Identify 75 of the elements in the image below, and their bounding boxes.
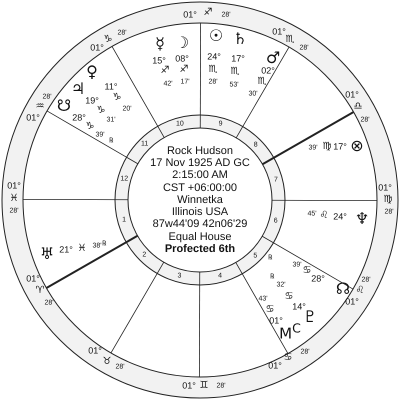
degree-label: 01° xyxy=(345,298,359,306)
planet-glyph: ♅ xyxy=(40,246,54,262)
degree-label: 11° xyxy=(104,82,118,92)
degree-label: 01° xyxy=(183,10,197,20)
chart-info-text: 2:15:00 AM xyxy=(172,169,228,182)
planet-glyph: ♄ xyxy=(232,31,248,47)
degree-label: 01° xyxy=(269,316,283,326)
degree-label: 01° xyxy=(26,274,40,284)
degree-label: 01° xyxy=(345,90,359,100)
degree-label: 01° xyxy=(26,114,40,122)
sign-glyph: ♓ xyxy=(78,244,86,254)
planet-glyph: ☋ xyxy=(56,98,72,114)
sign-glyph: ♉ xyxy=(102,357,112,367)
planet-glyph: ♀ xyxy=(86,64,98,80)
sign-glyph: ♐ xyxy=(180,65,188,75)
degree-label: 01° xyxy=(378,184,392,192)
sign-glyph: ♍ xyxy=(384,195,392,205)
degree-label: 01° xyxy=(268,362,282,370)
planet-glyph: ⊗ xyxy=(350,138,364,154)
sign-glyph: ♋ xyxy=(284,353,292,363)
planet-glyph: ☿ xyxy=(155,36,165,52)
chart-info-text: CST +06:00:00 xyxy=(162,182,238,194)
sign-glyph: ♎ xyxy=(354,102,362,112)
chart-info-text: Rock Hudson xyxy=(166,144,234,157)
sign-glyph: ♈ xyxy=(36,286,44,296)
sign-glyph: ♑ xyxy=(112,93,122,103)
midheaven-label: M$^{C}$ xyxy=(279,322,301,342)
sign-glyph: ♏ xyxy=(258,77,266,87)
sign-glyph: ♍ xyxy=(322,142,332,152)
sign-glyph: ♋ xyxy=(284,292,294,302)
chart-info-text: Equal House xyxy=(168,230,232,244)
planet-glyph: ♇ xyxy=(302,309,318,325)
sign-glyph: ♌ xyxy=(320,211,328,221)
degree-label: 19° xyxy=(85,96,99,106)
sign-glyph: ♋ xyxy=(266,305,274,315)
chart-info-text: Winnetka xyxy=(177,194,223,206)
degree-label: 01° xyxy=(7,182,21,190)
degree-label: 02° xyxy=(261,66,275,76)
sign-glyph: ♊ xyxy=(200,381,208,391)
chart-info-text: Illinois USA xyxy=(172,206,228,218)
planet-glyph: ☉ xyxy=(208,28,224,44)
chart-info-text: Profected 6th xyxy=(164,243,236,256)
degree-label: 01° xyxy=(182,382,196,390)
sign-glyph: ♒ xyxy=(36,102,44,112)
sign-glyph: ♏ xyxy=(208,65,218,75)
degree-label: 28° xyxy=(311,274,325,284)
planet-glyph: ☊ xyxy=(336,281,350,297)
degree-label: 01° xyxy=(88,346,102,356)
planet-glyph: ♃ xyxy=(70,81,86,97)
degree-label: 21° xyxy=(59,246,73,254)
sign-glyph: ♑ xyxy=(86,122,94,132)
degree-label: 24° xyxy=(207,52,221,62)
degree-label: 01° xyxy=(272,28,286,36)
chart-info-text: 17 Nov 1925 AD GC xyxy=(150,156,250,170)
sign-glyph: ♋ xyxy=(302,266,312,276)
sign-glyph: ♏ xyxy=(230,67,240,77)
chart-info-text: 87w44'09 42n06'29 xyxy=(152,218,248,231)
planet-glyph: ☽ xyxy=(174,35,190,51)
sign-glyph: ♌ xyxy=(356,286,364,296)
degree-label: 15° xyxy=(152,56,166,66)
sign-glyph: ♐ xyxy=(204,8,212,18)
sign-glyph: ♏ xyxy=(286,35,294,45)
planet-glyph: ♂ xyxy=(266,50,280,66)
degree-label: 17° xyxy=(333,142,347,152)
degree-label: 17° xyxy=(231,54,245,64)
degree-label: 14° xyxy=(292,302,306,312)
sign-glyph: ♑ xyxy=(96,106,106,116)
sign-glyph: ♑ xyxy=(104,35,112,45)
degree-label: 28° xyxy=(72,114,86,122)
planet-glyph: ♆ xyxy=(354,211,370,227)
sign-glyph: ♓ xyxy=(10,194,18,204)
sign-glyph: ♐ xyxy=(160,66,170,76)
degree-label: 08° xyxy=(175,54,189,64)
degree-label: 01° xyxy=(90,44,104,52)
degree-label: 24° xyxy=(333,212,347,222)
